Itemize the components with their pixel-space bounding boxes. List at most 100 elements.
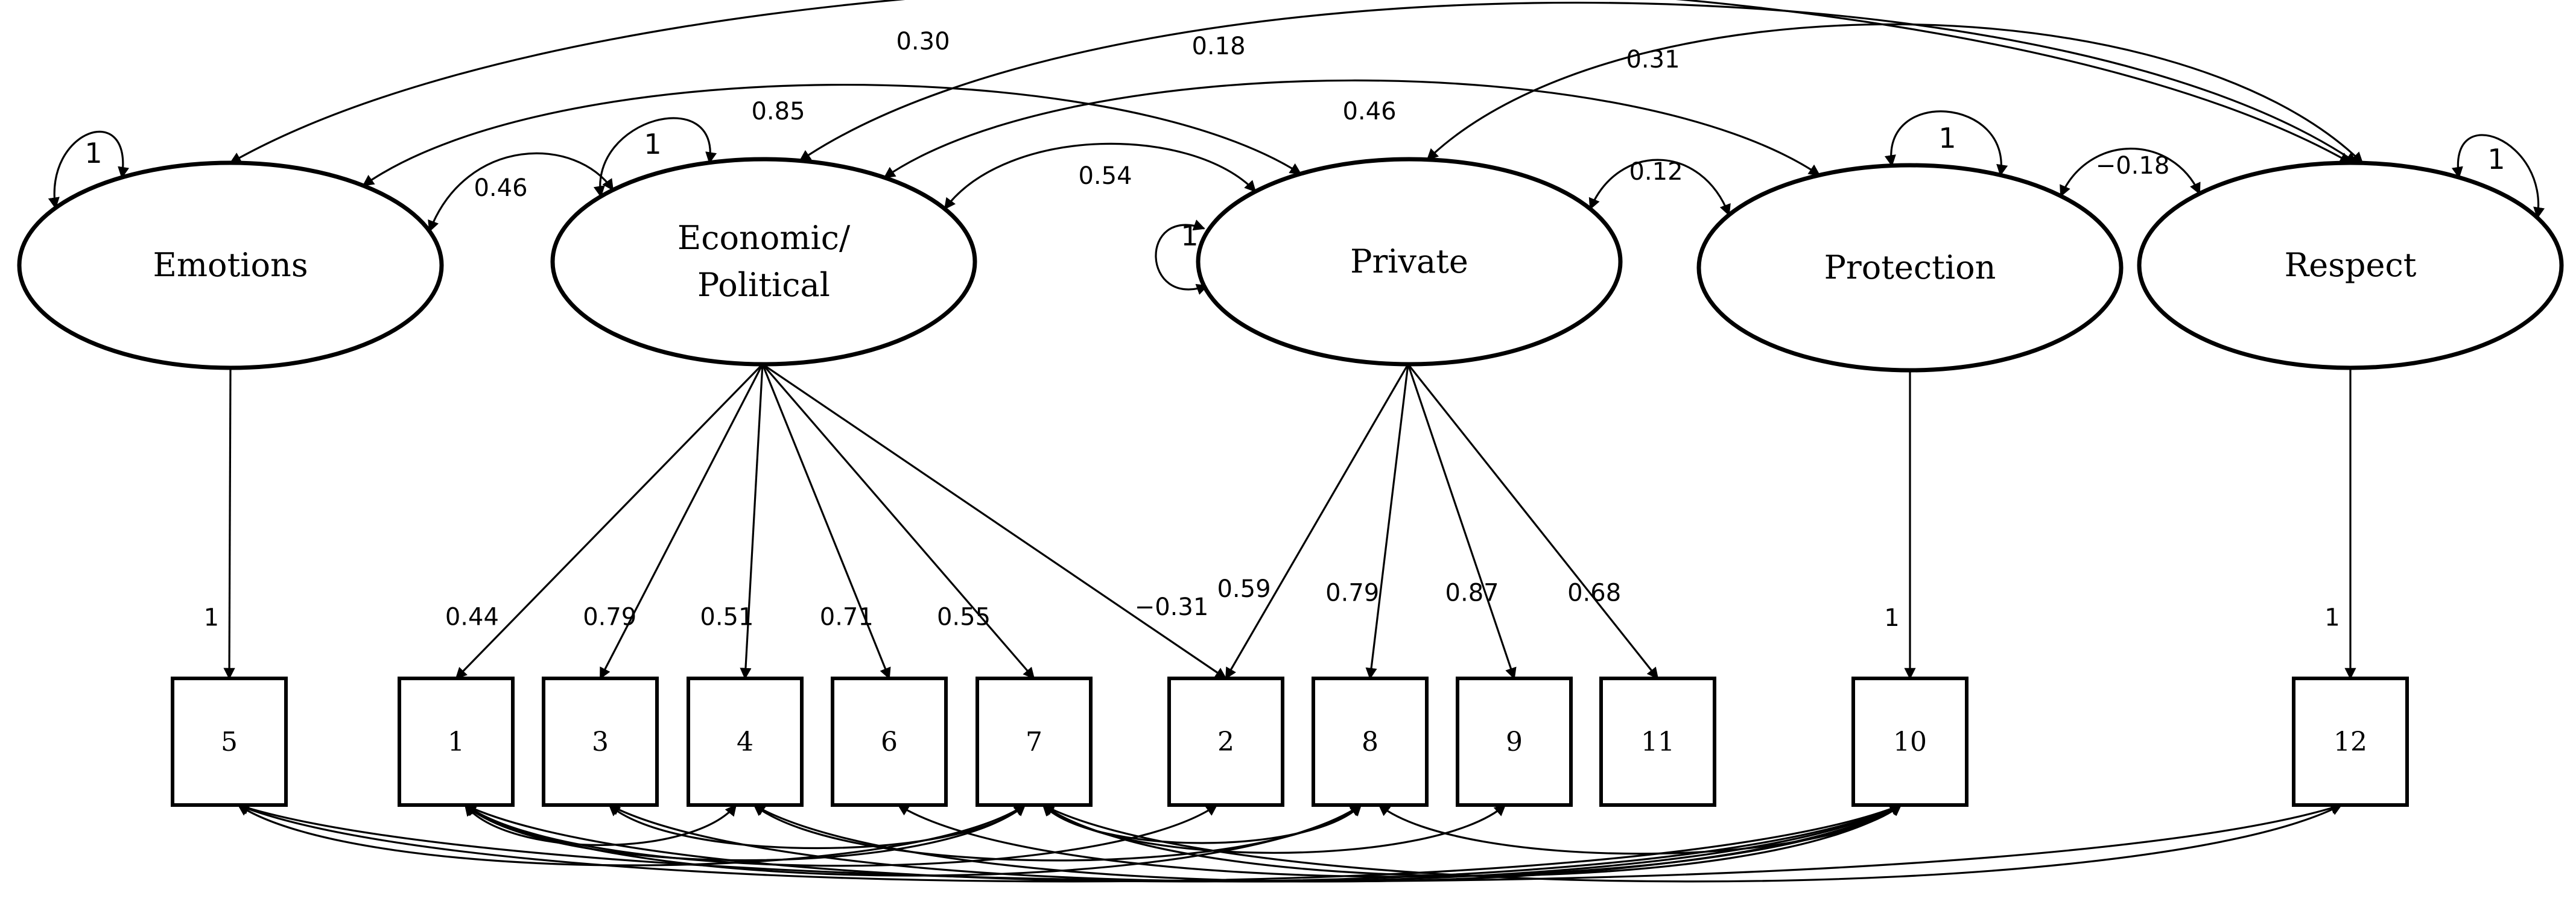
- latent-respect: Respect: [2137, 160, 2564, 370]
- residual-covariance-8-10: [1378, 804, 1902, 855]
- loading-arrow-economic-6: [761, 364, 891, 680]
- indicator-6: 6: [831, 677, 948, 807]
- indicator-label-9: 9: [1506, 727, 1523, 757]
- covariance-label-economic-protection: 0.46: [1342, 98, 1396, 125]
- latent-label-private: Private: [1350, 242, 1468, 280]
- loading-label-economic-6: 0.71: [820, 603, 874, 631]
- indicator-label-5: 5: [221, 727, 238, 757]
- loading-label-private-2: 0.59: [1217, 575, 1271, 603]
- latent-ellipse-private: [1196, 157, 1623, 367]
- loading-arrow-economic-1: [455, 363, 764, 680]
- latent-ellipse-respect: [2137, 160, 2564, 370]
- loading-arrow-economic-7: [761, 363, 1035, 680]
- loading-label-private-11: 0.68: [1567, 579, 1621, 607]
- residual-covariance-7-9: [1042, 804, 1506, 854]
- covariance-arrow-economic-protection: [883, 79, 1821, 178]
- indicator-4: 4: [687, 677, 804, 807]
- latent-label-economic: Economic/: [677, 219, 851, 257]
- covariance-arrow-economic-respect: [799, 1, 2358, 164]
- indicator-box-5: [171, 677, 288, 807]
- covariance-label-private-respect: 0.31: [1626, 46, 1680, 74]
- residual-covariance-1-2: [464, 804, 1218, 867]
- residual-covariance-5-12: [237, 803, 2343, 883]
- indicator-box-1: [398, 677, 515, 807]
- loading-label-economic-4: 0.51: [700, 603, 753, 631]
- loading-label-private-8: 0.79: [1325, 579, 1379, 607]
- residual-covariance-5-7: [237, 804, 1026, 867]
- indicator-label-11: 11: [1641, 727, 1675, 757]
- variance-label-emotions: 1: [84, 137, 102, 169]
- indicator-box-6: [831, 677, 948, 807]
- variance-label-economic: 1: [644, 128, 661, 160]
- loading-arrow-private-9: [1407, 364, 1517, 680]
- indicator-3: 3: [542, 677, 659, 807]
- indicator-label-10: 10: [1893, 727, 1927, 757]
- loading-arrow-private-8: [1365, 364, 1409, 680]
- indicator-box-11: [1599, 677, 1716, 807]
- variance-loop-respect: [2451, 134, 2545, 219]
- edges-layer: [48, 0, 2545, 883]
- latent-label-protection: Protection: [1824, 248, 1996, 286]
- latent-ellipse-protection: [1696, 163, 2124, 373]
- indicator-label-4: 4: [737, 727, 753, 757]
- residual-covariance-5-10: [237, 803, 1902, 883]
- loading-label-economic-1: 0.44: [445, 603, 499, 631]
- latent-protection: Protection: [1696, 163, 2124, 373]
- indicator-box-12: [2292, 677, 2409, 807]
- indicator-8: 8: [1312, 677, 1429, 807]
- indicator-10: 10: [1851, 677, 1968, 807]
- loading-label-private-9: 0.87: [1445, 579, 1499, 607]
- indicator-1: 1: [398, 677, 515, 807]
- labels-layer: 1 0.44 0.79 0.51 0.71 0.55 −0.31 0.59 0.79 0.87 0.…: [84, 28, 2505, 632]
- indicator-12: 12: [2292, 677, 2409, 807]
- covariance-label-economic-respect: 0.18: [1191, 33, 1245, 60]
- loading-label-economic-3: 0.79: [583, 603, 636, 631]
- residual-covariance-1-4: [464, 804, 737, 846]
- latent-label-respect: Respect: [2285, 246, 2417, 284]
- indicator-box-10: [1851, 677, 1968, 807]
- latent-label-emotions: Emotions: [153, 246, 308, 284]
- latent-private: Private: [1196, 157, 1623, 367]
- latent-economic: Economic/Political: [550, 157, 977, 367]
- indicator-5: 5: [171, 677, 288, 807]
- covariance-label-emotions-respect: 0.30: [896, 28, 950, 55]
- latent-emotions: Emotions: [17, 160, 444, 370]
- loading-arrow-private-2: [1225, 364, 1409, 680]
- indicator-label-7: 7: [1026, 727, 1042, 757]
- loading-arrow-emotions-5: [223, 367, 235, 680]
- indicator-7: 7: [976, 677, 1093, 807]
- variance-label-protection: 1: [1938, 122, 1956, 154]
- variance-loop-protection: [1884, 110, 2008, 177]
- indicator-box-3: [542, 677, 659, 807]
- latent-ellipse-emotions: [17, 160, 444, 370]
- latent-ellipse-economic: [550, 157, 977, 367]
- indicator-label-6: 6: [881, 727, 898, 757]
- indicator-label-3: 3: [592, 727, 609, 757]
- residual-covariance-7-12: [1042, 804, 2343, 883]
- indicator-2: 2: [1167, 677, 1284, 807]
- variance-loop-emotions: [48, 131, 130, 209]
- indicator-label-2: 2: [1217, 727, 1234, 757]
- loading-label-respect-12: 1: [2324, 604, 2340, 631]
- covariance-label-economic-private: 0.54: [1078, 162, 1132, 190]
- residual-covariance-3-7: [608, 804, 1026, 850]
- loading-arrow-economic-3: [599, 364, 764, 680]
- variance-label-respect: 1: [2487, 143, 2505, 175]
- covariance-arrow-emotions-respect: [229, 0, 2352, 164]
- indicator-box-7: [976, 677, 1093, 807]
- indicator-label-1: 1: [448, 727, 465, 757]
- loading-arrow-private-11: [1407, 364, 1659, 680]
- latent-label-economic: Political: [697, 266, 830, 304]
- covariance-label-emotions-economic: 0.46: [474, 174, 527, 202]
- covariance-arrow-emotions-private: [362, 84, 1302, 187]
- covariance-label-private-protection: 0.12: [1629, 158, 1683, 186]
- indicator-box-4: [687, 677, 804, 807]
- loading-label-protection-10: 1: [1884, 604, 1899, 632]
- loading-label-economic-7: 0.55: [937, 603, 991, 631]
- loading-arrow-economic-2: [762, 363, 1227, 680]
- loading-arrow-economic-4: [740, 364, 764, 680]
- indicator-9: 9: [1456, 677, 1573, 807]
- residual-covariance-1-7: [464, 804, 1026, 862]
- loading-label-economic-2: −0.31: [1135, 593, 1209, 621]
